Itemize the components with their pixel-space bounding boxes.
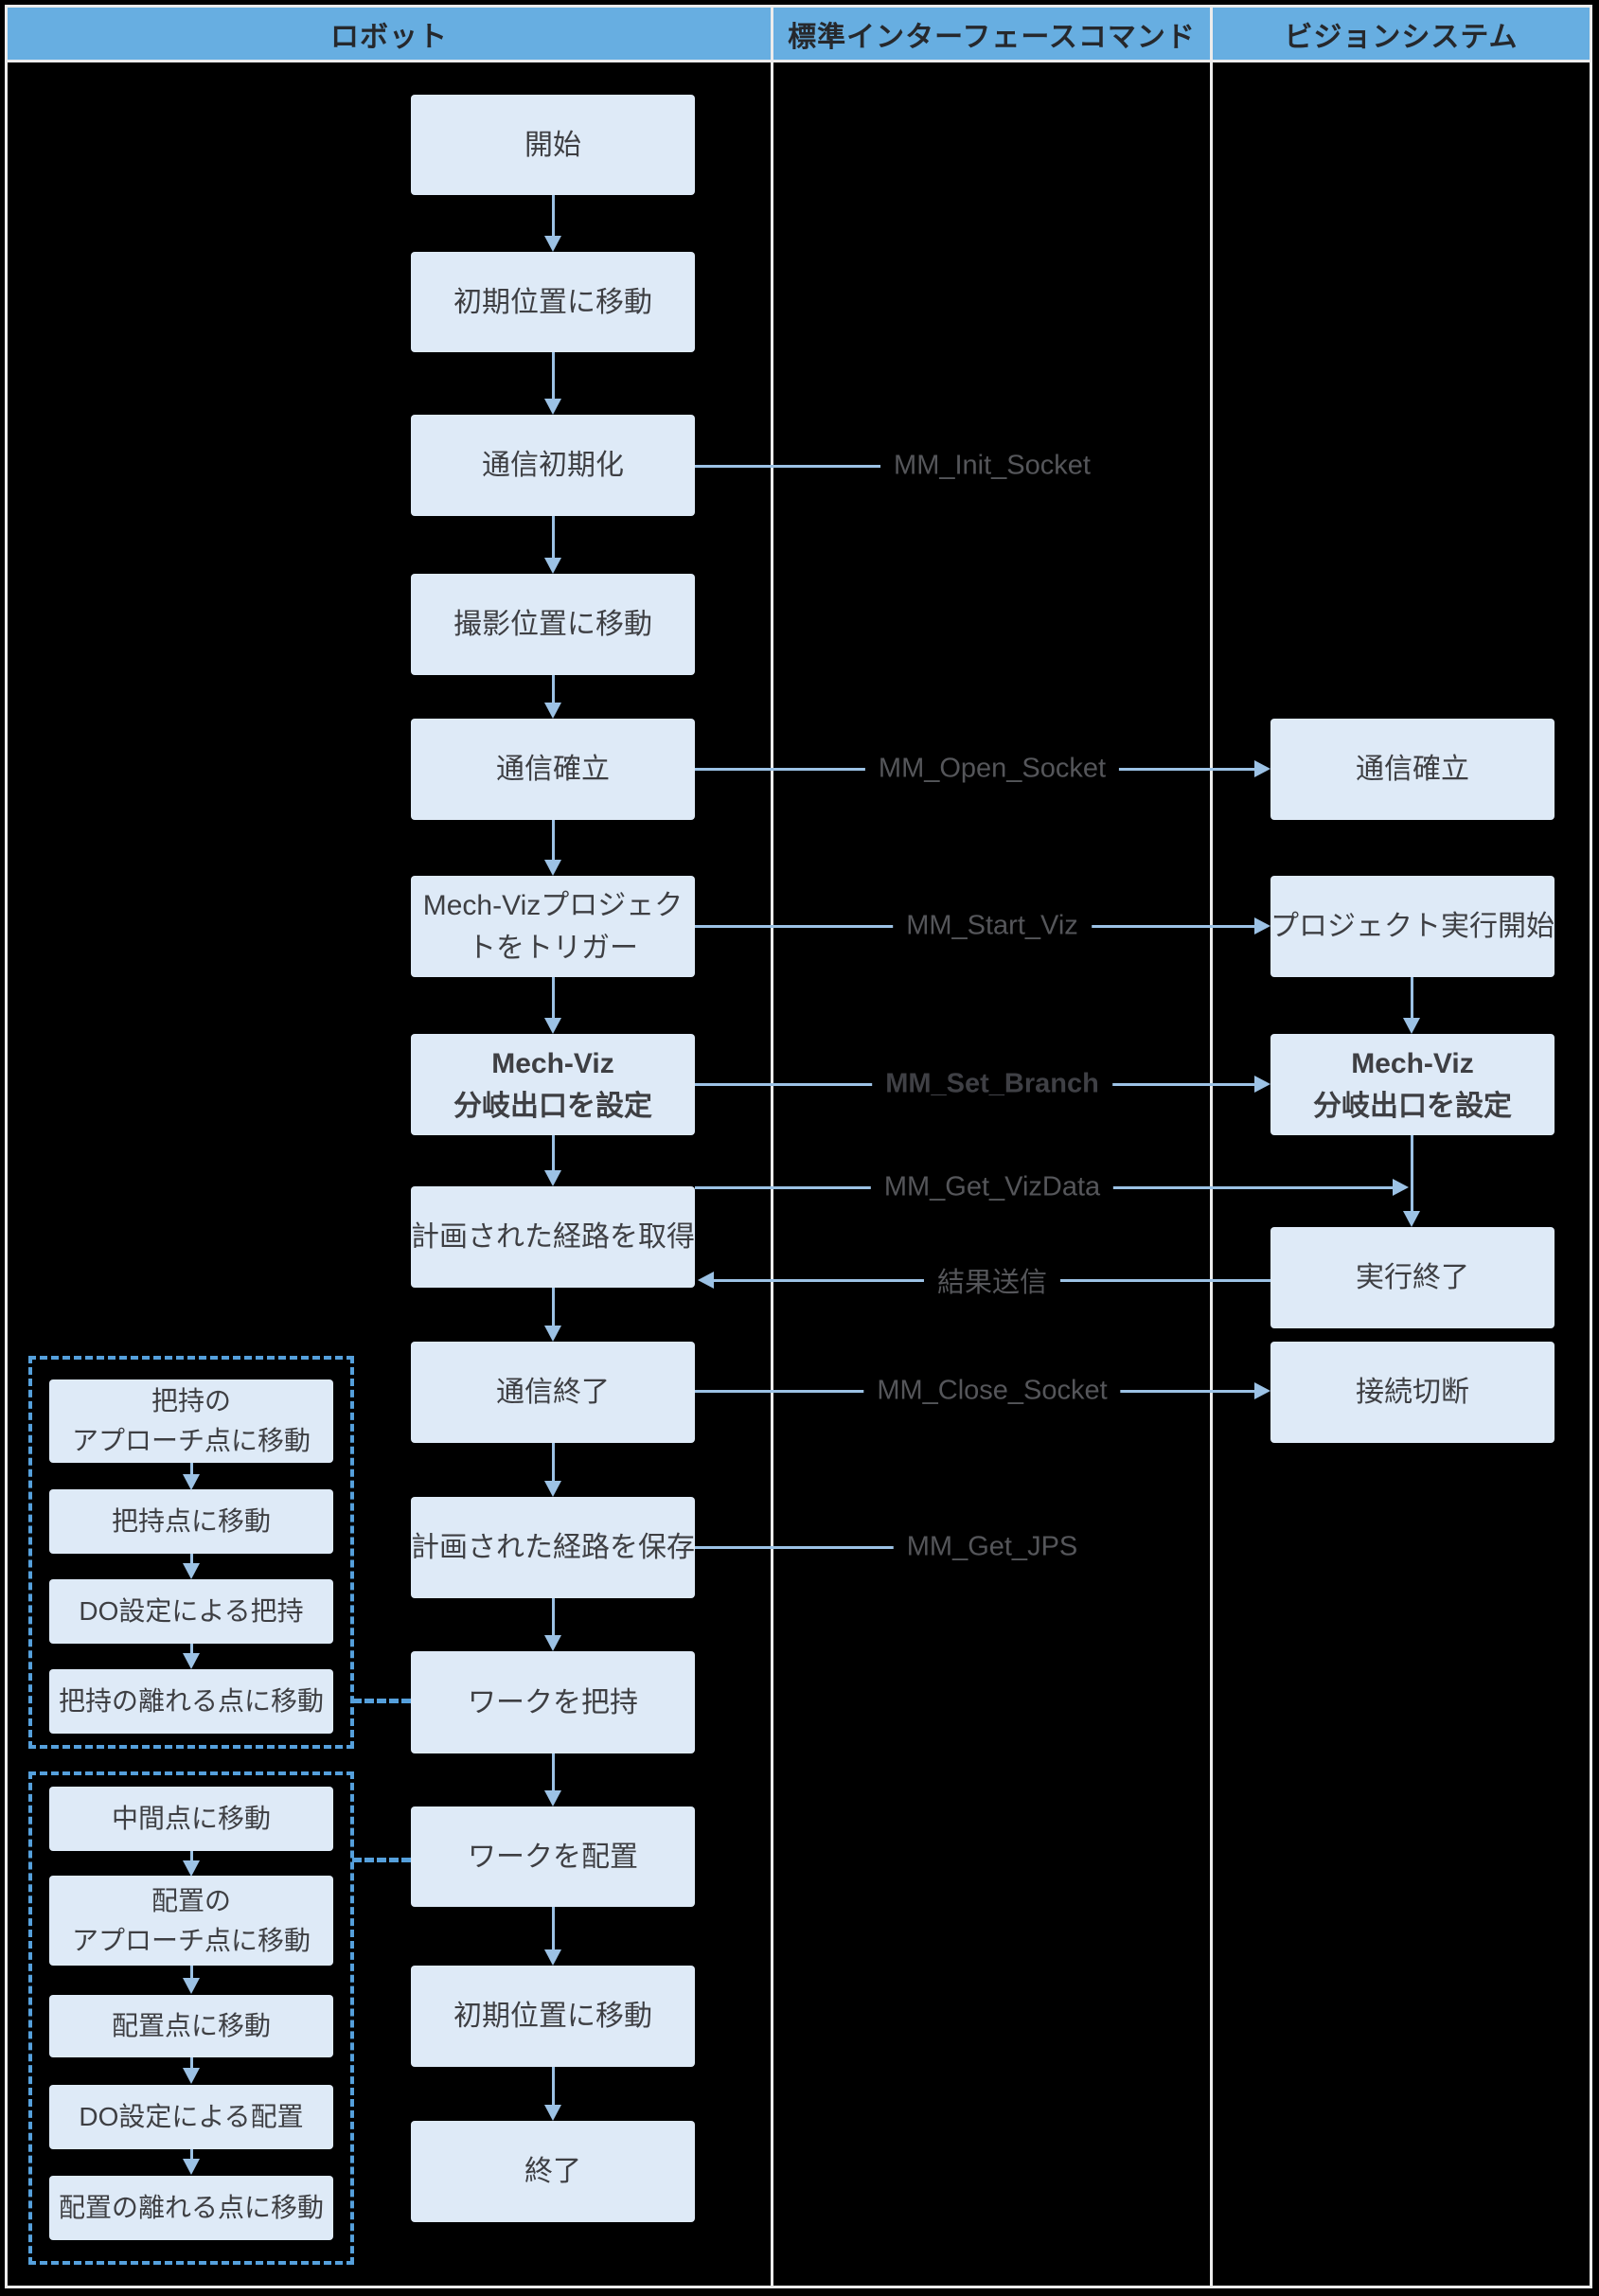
flow-box-vision-exec-finished: 実行終了: [1270, 1227, 1555, 1328]
arrow-line: [552, 1443, 555, 1482]
command-label-mm-set-branch: MM_Set_Branch: [872, 1066, 1112, 1102]
command-line: [695, 1546, 989, 1549]
arrow-line: [552, 820, 555, 861]
arrow-line: [552, 516, 555, 559]
place-subprocess-group: [28, 1771, 354, 2265]
arrow-down-icon: [183, 1860, 200, 1877]
arrow-line: [190, 1851, 193, 1862]
command-label-mm-open-socket: MM_Open_Socket: [864, 751, 1120, 787]
arrow-line: [552, 1753, 555, 1791]
flow-box-move-initial-1: 初期位置に移動: [411, 252, 695, 352]
flow-box-move-grasp-point: 把持点に移動: [49, 1489, 333, 1554]
arrow-left-icon: [698, 1272, 714, 1289]
arrow-down-icon: [544, 860, 561, 876]
arrow-down-icon: [544, 236, 561, 252]
command-label-mm-get-jps: MM_Get_JPS: [893, 1529, 1092, 1565]
flow-box-grasp-workpiece: ワークを把持: [411, 1651, 695, 1753]
table-header-bar: [5, 5, 1592, 62]
flow-box-vision-project-start: プロジェクト実行開始: [1270, 876, 1555, 977]
header-robot-column: ロボット: [330, 21, 448, 53]
arrow-line: [552, 1598, 555, 1636]
arrow-down-icon: [183, 1653, 200, 1669]
flow-box-move-place-depart: 配置の離れる点に移動: [49, 2176, 333, 2240]
flow-box-move-initial-2: 初期位置に移動: [411, 1966, 695, 2067]
place-group-link: [352, 1858, 411, 1862]
command-label-mm-close-socket: MM_Close_Socket: [863, 1373, 1121, 1409]
flow-box-comm-end: 通信終了: [411, 1342, 695, 1443]
command-line: [695, 465, 989, 468]
command-label-mm-get-vizdata: MM_Get_VizData: [870, 1169, 1114, 1205]
header-commands-column: 標準インターフェースコマンド: [788, 21, 1196, 53]
arrow-down-icon: [1403, 1018, 1420, 1034]
arrow-right-icon: [1254, 917, 1270, 934]
arrow-down-icon: [544, 1170, 561, 1186]
command-label-send-result: 結果送信: [923, 1258, 1061, 1302]
flow-box-comm-establish: 通信確立: [411, 719, 695, 820]
arrow-down-icon: [544, 703, 561, 719]
flow-box-place-by-do: DO設定による配置: [49, 2085, 333, 2149]
flow-box-end: 終了: [411, 2121, 695, 2222]
flow-box-trigger-mechviz: Mech-Vizプロジェク トをトリガー: [411, 876, 695, 977]
arrow-down-icon: [1403, 1211, 1420, 1227]
arrow-down-icon: [544, 558, 561, 574]
arrow-line: [190, 1463, 193, 1476]
flow-box-move-grasp-approach: 把持の アプローチ点に移動: [49, 1379, 333, 1463]
flow-box-start: 開始: [411, 95, 695, 195]
arrow-line: [552, 195, 555, 242]
arrow-right-icon: [1254, 760, 1270, 777]
flow-box-get-planned-path: 計画された経路を取得: [411, 1186, 695, 1288]
column-divider-1: [771, 5, 773, 2288]
flow-box-vision-comm-establish: 通信確立: [1270, 719, 1555, 820]
header-vision-column: ビジョンシステム: [1284, 21, 1519, 53]
flow-box-set-branch-robot: Mech-Viz 分岐出口を設定: [411, 1034, 695, 1135]
arrow-down-icon: [544, 1326, 561, 1342]
arrow-line: [1411, 977, 1413, 1019]
arrow-down-icon: [544, 1481, 561, 1497]
arrow-down-icon: [183, 1978, 200, 1994]
arrow-line: [190, 2057, 193, 2070]
arrow-line: [190, 1554, 193, 1565]
arrow-down-icon: [544, 1635, 561, 1651]
arrow-right-icon: [1254, 1076, 1270, 1093]
arrow-line: [552, 352, 555, 400]
arrow-down-icon: [183, 2159, 200, 2175]
arrow-right-icon: [1393, 1179, 1409, 1196]
arrow-line: [190, 1644, 193, 1655]
flow-box-move-intermediate: 中間点に移動: [49, 1787, 333, 1851]
flow-box-save-planned-path: 計画された経路を保存: [411, 1497, 695, 1598]
flow-box-move-place-point: 配置点に移動: [49, 1995, 333, 2057]
flow-box-vision-disconnect: 接続切断: [1270, 1342, 1555, 1443]
arrow-down-icon: [544, 1018, 561, 1034]
flow-box-grasp-by-do: DO設定による把持: [49, 1579, 333, 1644]
arrow-down-icon: [544, 1790, 561, 1807]
arrow-down-icon: [544, 1949, 561, 1966]
flow-box-move-capture-pos: 撮影位置に移動: [411, 574, 695, 675]
flow-box-place-workpiece: ワークを配置: [411, 1807, 695, 1907]
arrow-line: [1411, 1135, 1413, 1212]
arrow-down-icon: [544, 2105, 561, 2121]
arrow-down-icon: [544, 399, 561, 415]
flow-box-move-grasp-depart: 把持の離れる点に移動: [49, 1669, 333, 1734]
arrow-line: [190, 1966, 193, 1980]
arrow-down-icon: [183, 2068, 200, 2084]
flow-box-comm-init: 通信初期化: [411, 415, 695, 516]
arrow-right-icon: [1254, 1382, 1270, 1399]
arrow-line: [552, 1135, 555, 1171]
grasp-subprocess-group: [28, 1356, 354, 1749]
command-label-mm-init-socket: MM_Init_Socket: [880, 448, 1104, 484]
flow-box-vision-set-branch: Mech-Viz 分岐出口を設定: [1270, 1034, 1555, 1135]
arrow-line: [190, 2149, 193, 2161]
arrow-line: [552, 1907, 555, 1950]
grasp-group-link: [352, 1699, 411, 1703]
arrow-down-icon: [183, 1474, 200, 1490]
arrow-line: [552, 675, 555, 703]
arrow-line: [552, 2067, 555, 2106]
flow-box-move-place-approach: 配置の アプローチ点に移動: [49, 1876, 333, 1966]
arrow-down-icon: [183, 1563, 200, 1579]
command-label-mm-start-viz: MM_Start_Viz: [893, 908, 1092, 944]
column-divider-2: [1210, 5, 1213, 2288]
arrow-line: [552, 977, 555, 1019]
arrow-line: [552, 1288, 555, 1326]
